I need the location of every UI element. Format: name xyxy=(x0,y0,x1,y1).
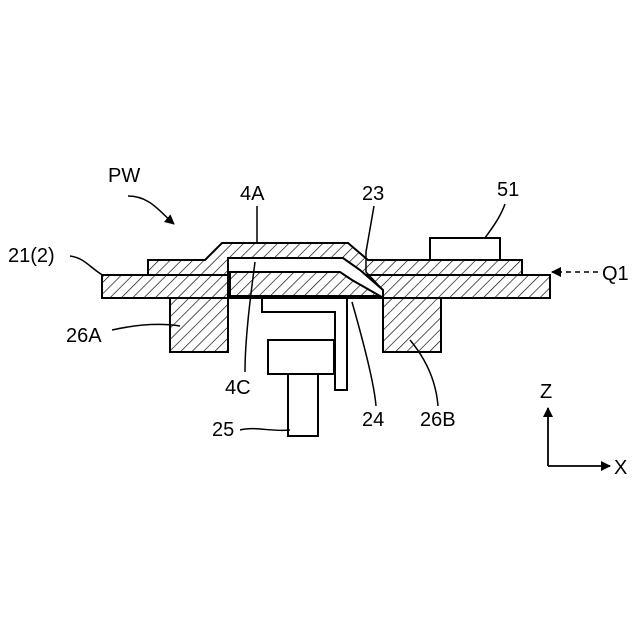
leader-51 xyxy=(485,204,505,238)
block-26a xyxy=(170,298,228,352)
label-4a: 4A xyxy=(240,183,265,205)
axis-label-x: X xyxy=(614,457,627,479)
component-51 xyxy=(430,238,500,260)
label-26b: 26B xyxy=(420,409,456,431)
label-23: 23 xyxy=(362,183,384,205)
label-q1: Q1 xyxy=(602,263,629,285)
component-25-head xyxy=(268,340,334,374)
label-pw: PW xyxy=(108,165,140,187)
label-25: 25 xyxy=(212,419,234,441)
leader-24 xyxy=(352,302,376,406)
label-4c: 4C xyxy=(225,377,251,399)
leader-pw xyxy=(128,196,174,224)
block-26b xyxy=(383,298,441,352)
leader-board xyxy=(70,256,104,276)
label-board: 21(2) xyxy=(8,245,55,267)
leader-25 xyxy=(240,429,290,431)
label-51: 51 xyxy=(497,179,519,201)
label-26a: 26A xyxy=(66,325,102,347)
component-25-stem xyxy=(288,374,318,436)
label-24: 24 xyxy=(362,409,384,431)
axis-label-z: Z xyxy=(540,381,552,403)
